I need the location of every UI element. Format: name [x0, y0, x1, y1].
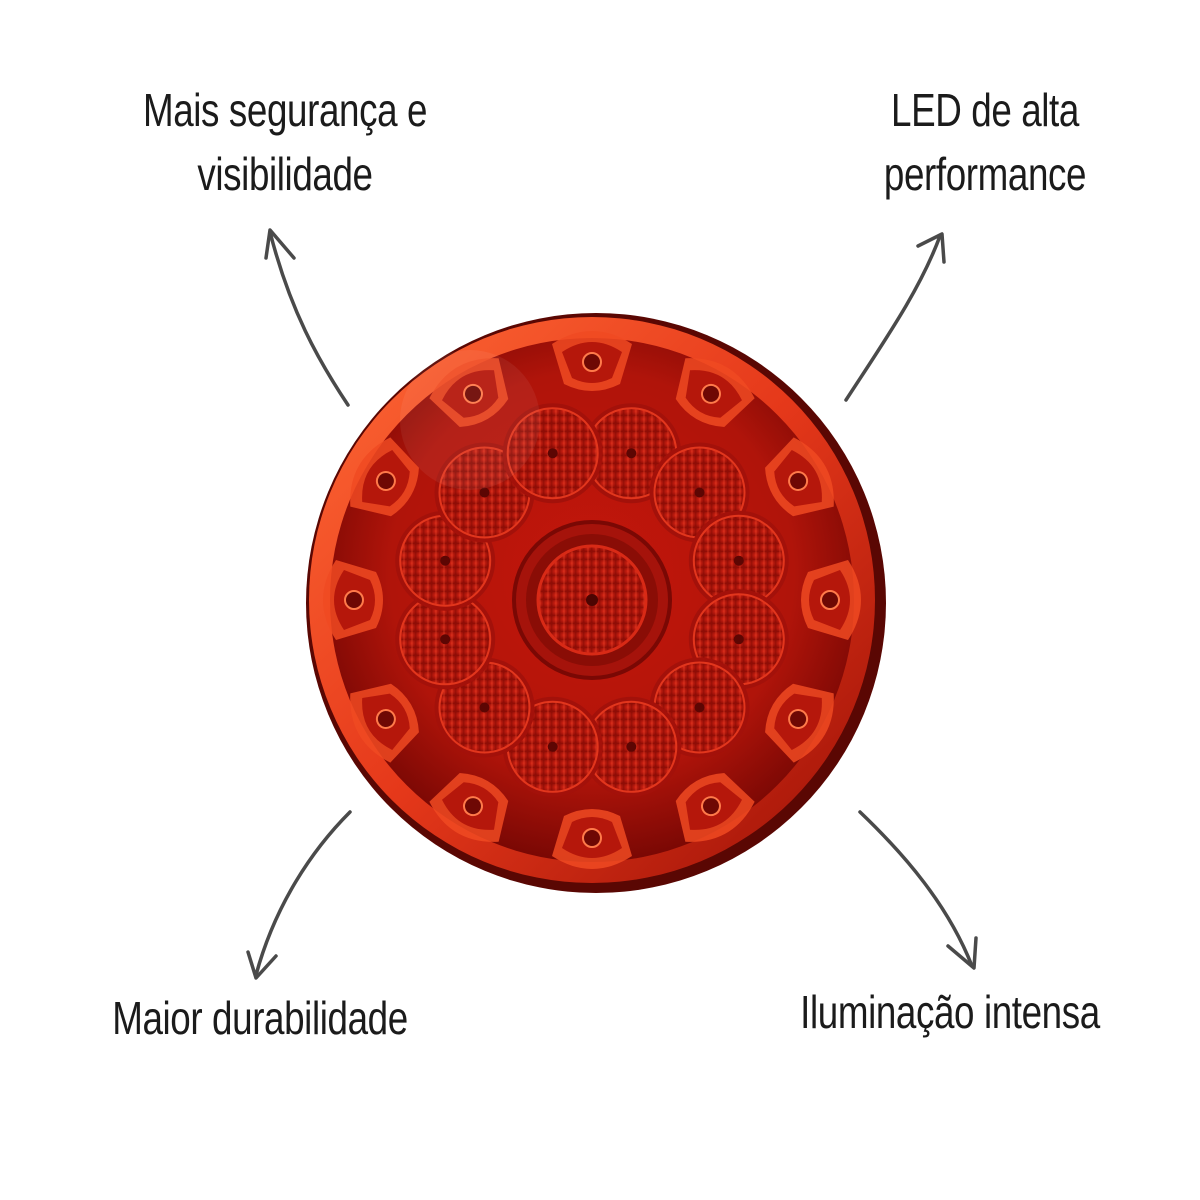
feature-led-line-1: LED de alta — [891, 84, 1079, 136]
rim-pod — [429, 358, 509, 427]
lens-glare — [400, 350, 540, 490]
rim-pod — [675, 773, 755, 842]
rim-pod — [350, 683, 419, 763]
feature-high-performance-led: LED de alta performance — [813, 78, 1157, 206]
rim-pod — [429, 773, 509, 842]
rim-pod — [552, 809, 632, 869]
arrow-bottom-right-icon — [858, 810, 978, 970]
feature-lighting-line-1: Iluminação intensa — [800, 986, 1100, 1038]
rim-pod — [765, 683, 834, 763]
arrow-top-right-icon — [844, 232, 946, 402]
feature-led-line-2: performance — [883, 148, 1087, 200]
feature-safety-visibility: Mais segurança e visibilidade — [113, 78, 457, 206]
rim-pod — [801, 560, 861, 640]
feature-durability-line-1: Maior durabilidade — [112, 992, 408, 1044]
feature-durability: Maior durabilidade — [84, 986, 436, 1050]
feature-safety-line-2: visibilidade — [197, 148, 373, 200]
tail-light — [306, 313, 886, 893]
led — [395, 589, 496, 690]
feature-safety-line-1: Mais segurança e — [142, 84, 428, 136]
led-array — [395, 403, 789, 797]
rim-pod — [350, 437, 419, 517]
arrow-bottom-left-icon — [246, 810, 352, 980]
arrow-top-left-icon — [264, 228, 350, 407]
rim-pod — [675, 358, 755, 427]
rim-pod — [552, 331, 632, 391]
led-center — [512, 520, 672, 680]
led — [688, 510, 789, 611]
rim-pod — [765, 437, 834, 517]
led — [502, 403, 603, 504]
feature-intense-lighting: Iluminação intensa — [750, 980, 1150, 1044]
rim-mount-pods — [323, 331, 861, 869]
rim-pod — [323, 560, 383, 640]
led — [581, 696, 682, 797]
